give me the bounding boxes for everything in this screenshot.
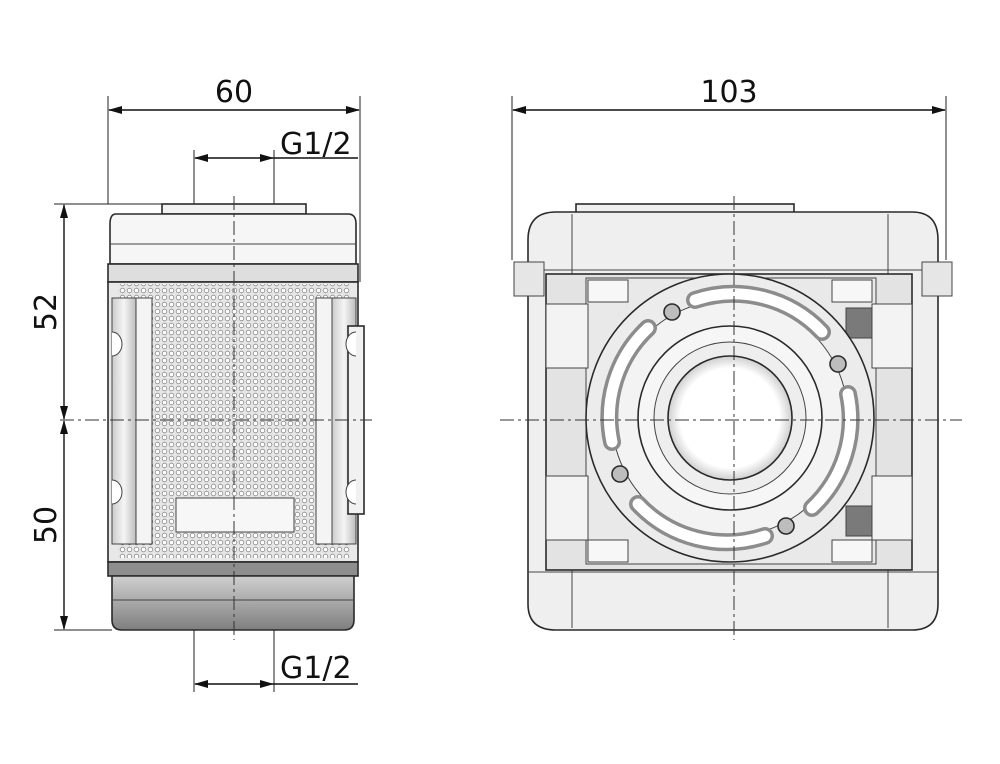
front-bore (667, 355, 793, 481)
dimension-label-port-bottom: G1/2 (280, 651, 352, 686)
dimension-front-width: 103 (511, 75, 947, 260)
dimension-port-bottom: G1/2 (193, 630, 358, 692)
dimension-label-lower-height: 50 (29, 506, 64, 544)
front-view (513, 203, 953, 631)
bolt-hole (611, 465, 629, 483)
bolt-hole (663, 303, 681, 321)
dimension-side-width: 60 (107, 75, 361, 282)
dimension-label-side-width: 60 (215, 75, 253, 110)
side-bottom-bowl (111, 575, 355, 631)
bolt-hole (829, 355, 847, 373)
side-top-cap (109, 213, 357, 265)
bolt-hole (777, 517, 795, 535)
side-bottom-band (107, 561, 359, 577)
dimension-port-top: G1/2 (193, 127, 358, 204)
dimension-label-port-top: G1/2 (280, 127, 352, 162)
dimension-label-upper-height: 52 (29, 293, 64, 331)
side-view (107, 203, 365, 631)
dimension-label-front-width: 103 (700, 75, 757, 110)
dimension-heights: 52 50 (29, 203, 162, 631)
label-plate (175, 497, 295, 533)
